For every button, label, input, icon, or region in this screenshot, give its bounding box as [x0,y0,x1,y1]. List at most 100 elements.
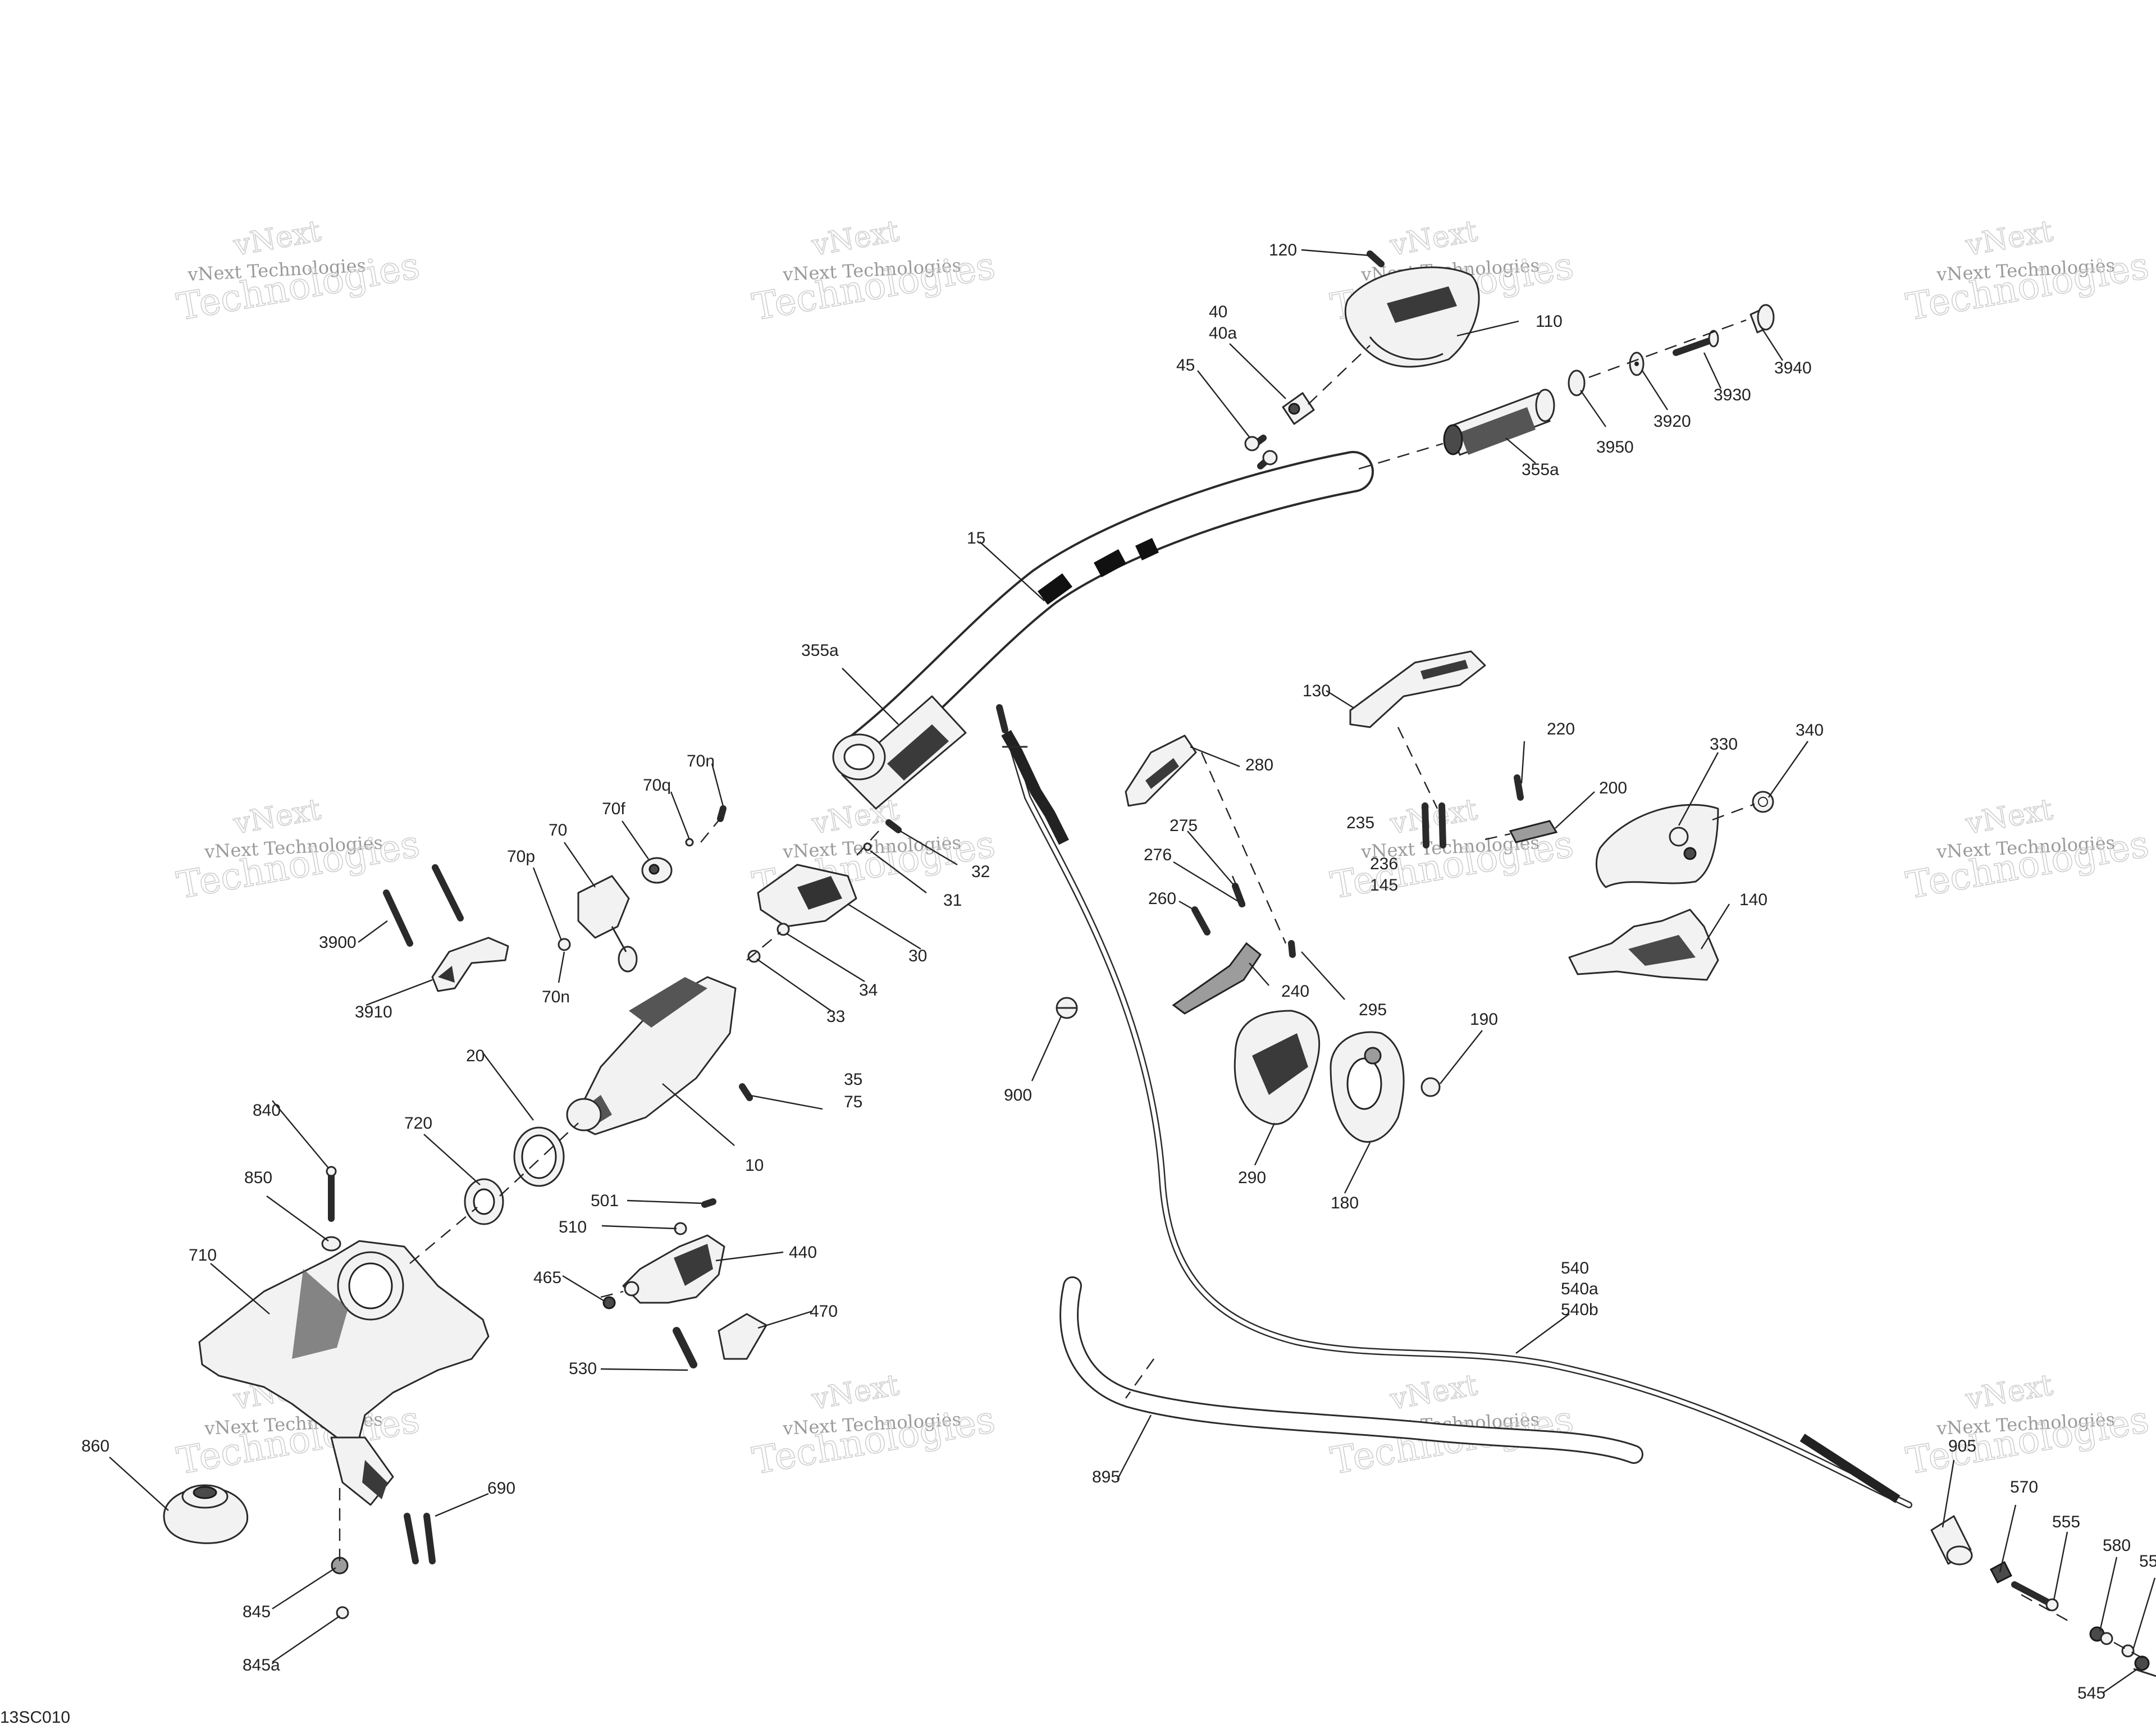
oring-70p [558,938,571,951]
label-130: 130 [1303,682,1331,700]
label-3940: 3940 [1774,359,1812,377]
label-845: 845 [243,1603,271,1621]
column-10 [566,976,737,1135]
washer-845a [336,1606,349,1619]
housing-base-140 [1568,909,1719,981]
cap-860 [163,1484,249,1544]
bracket-280 [1125,734,1197,807]
label-290: 290 [1238,1169,1266,1187]
end-545 [2121,1644,2156,1677]
label-120: 120 [1269,241,1297,259]
label-220: 220 [1547,720,1575,738]
bracket-30 [757,864,857,928]
label-545: 545 [2077,1684,2105,1703]
pin-295 [1288,940,1296,958]
svg-text:vNext: vNext [1963,1368,2055,1417]
label-3930: 3930 [1714,386,1751,404]
label-70: 70 [549,821,567,839]
boot-905 [1930,1515,1973,1566]
label-236: 236 [1370,855,1398,873]
label-355a-right: 355a [1522,460,1559,479]
label-70f: 70f [602,800,625,818]
svg-text:vNext: vNext [1963,793,2055,841]
label-465: 465 [533,1268,561,1287]
ring-20 [513,1126,565,1187]
label-70p: 70p [507,847,535,866]
sensor-470 [718,1313,768,1360]
bolt-690 [404,1513,436,1564]
svg-text:vNext: vNext [809,1368,902,1417]
bolt-3900 [383,864,464,947]
housing-710 [198,1240,490,1506]
screw-35 [739,1083,753,1101]
svg-text:vNext: vNext [809,793,902,841]
svg-text:vNext: vNext [809,215,902,263]
label-275: 275 [1170,816,1198,835]
label-55x: 55 [2139,1552,2156,1571]
lever-240 [1172,942,1262,1015]
bolt-3930 [1673,330,1719,356]
housing-330 [1595,804,1719,888]
label-235: 235 [1346,814,1374,832]
hose-895 [1059,1276,1643,1464]
svg-text:Technologies: Technologies [1903,244,2152,329]
leader-lines [109,249,2156,1694]
handlebar-15 [841,451,1374,773]
clip-900 [1056,997,1078,1019]
svg-text:vNext: vNext [231,215,323,263]
label-140: 140 [1739,891,1767,909]
label-145: 145 [1370,876,1398,895]
svg-text:vNext: vNext [231,793,323,841]
label-840: 840 [253,1101,281,1120]
label-850: 850 [244,1169,272,1187]
label-860: 860 [81,1437,109,1455]
throttle-housing-110 [1344,266,1480,368]
label-45: 45 [1176,356,1195,375]
label-30: 30 [908,947,927,965]
washer-3950 [1568,369,1586,396]
watermark-12: vNext vNext Technologies Technologies [1903,1368,2153,1484]
label-70n-top: 70n [687,752,715,770]
label-555: 555 [2052,1513,2080,1531]
label-540a: 540a [1561,1280,1598,1298]
right-grip-355a [1443,389,1555,456]
label-180: 180 [1331,1194,1359,1212]
bolt-45 [1244,435,1278,469]
label-501: 501 [591,1192,619,1210]
washer-3920 [1629,352,1645,376]
switch-200 [1509,820,1558,843]
nut-340 [1752,791,1774,813]
callout-labels: 120 40 40a 45 110 3940 3930 3920 3950 35… [0,241,2156,1725]
throttle-cable-540 [996,704,1912,1508]
label-200: 200 [1599,779,1627,797]
screw-32 [885,819,902,833]
watermark-2: vNext vNext Technologies Technologies [749,214,999,330]
label-510: 510 [559,1218,587,1236]
svg-text:Technologies: Technologies [749,244,998,329]
svg-text:Technologies: Technologies [173,244,423,329]
label-3950: 3950 [1596,438,1634,457]
label-280: 280 [1245,756,1273,774]
label-15: 15 [967,529,985,547]
nut-580 [2089,1626,2113,1645]
nut-190 [1420,1077,1441,1097]
label-190: 190 [1470,1010,1498,1029]
label-690: 690 [487,1479,515,1498]
label-895: 895 [1092,1468,1120,1486]
label-340: 340 [1796,721,1824,740]
nut-570 [1989,1560,2013,1584]
label-330: 330 [1710,735,1738,754]
label-580: 580 [2103,1536,2131,1555]
label-35: 35 [844,1070,862,1089]
label-845a: 845a [243,1656,280,1674]
svg-text:Technologies: Technologies [1903,822,2152,907]
label-540b: 540b [1561,1300,1598,1319]
cover-180 [1330,1031,1405,1143]
clamp-40 [1282,392,1315,425]
screw-501 [701,1198,716,1208]
bushing-720 [464,1178,504,1225]
label-34: 34 [859,981,878,1000]
label-260: 260 [1148,889,1176,908]
label-570: 570 [2010,1478,2038,1496]
